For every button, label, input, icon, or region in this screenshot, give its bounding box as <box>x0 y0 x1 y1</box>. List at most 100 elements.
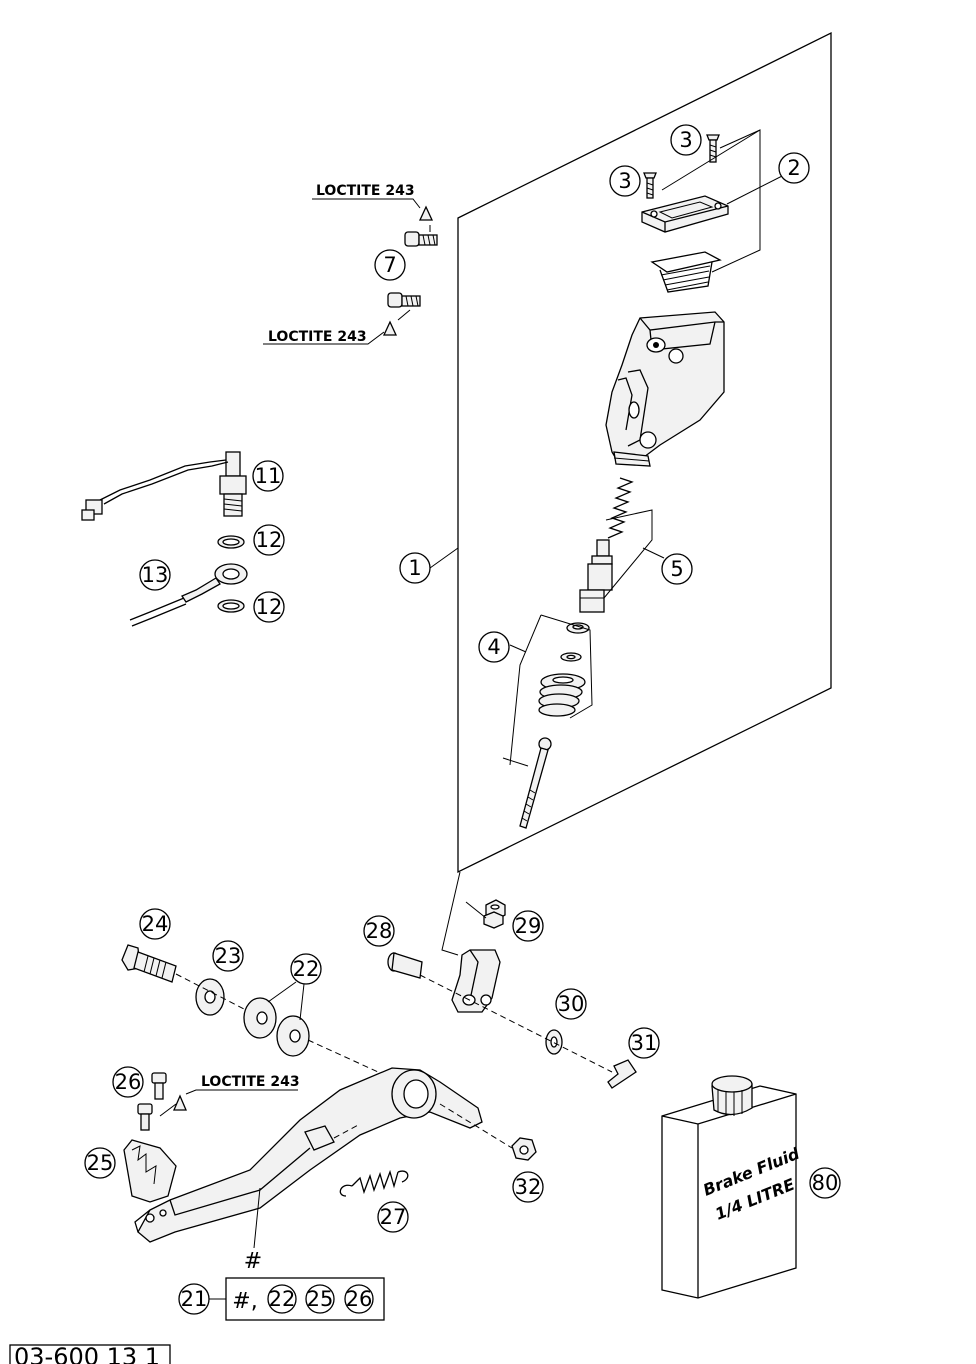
svg-text:1: 1 <box>408 556 421 580</box>
callout-28: 28 <box>363 915 395 947</box>
step-screw-26-upper <box>151 1072 167 1100</box>
brake-fluid-can <box>661 1075 797 1299</box>
callout-32: 32 <box>512 1171 544 1203</box>
callout-3-upper: 3 <box>670 124 702 156</box>
callout-25: 25 <box>84 1147 116 1179</box>
callout-7: 7 <box>374 249 406 281</box>
step-screw-26-lower <box>137 1103 153 1131</box>
brake-light-switch <box>81 451 247 521</box>
svg-text:22: 22 <box>293 957 320 981</box>
return-spring <box>339 1169 409 1197</box>
svg-text:13: 13 <box>142 563 169 587</box>
svg-text:4: 4 <box>487 635 500 659</box>
svg-text:29: 29 <box>515 914 542 938</box>
loctite-label-top: LOCTITE 243 <box>316 183 415 199</box>
sealing-washer-12-upper <box>217 535 245 549</box>
callout-3-lower: 3 <box>609 165 641 197</box>
callout-27: 27 <box>377 1201 409 1233</box>
svg-text:2: 2 <box>787 156 800 180</box>
svg-text:28: 28 <box>366 919 393 943</box>
svg-text:12: 12 <box>256 528 283 552</box>
screw-7-lower <box>387 292 421 308</box>
master-cylinder-body <box>605 311 725 467</box>
svg-text:25: 25 <box>307 1287 334 1311</box>
cap-bellows <box>650 251 722 293</box>
callout-31: 31 <box>628 1027 660 1059</box>
svg-text:26: 26 <box>115 1070 142 1094</box>
bushing-22-b <box>276 1015 310 1057</box>
svg-text:31: 31 <box>631 1031 658 1055</box>
kit-callout-22: 22 <box>267 1284 297 1314</box>
svg-text:12: 12 <box>256 595 283 619</box>
seal-washer <box>560 652 582 662</box>
callout-11: 11 <box>252 460 284 492</box>
spacer-washer-23 <box>195 978 225 1016</box>
seal-ring-small <box>566 622 590 634</box>
svg-text:23: 23 <box>215 944 242 968</box>
cap-screw-left <box>643 172 657 199</box>
reservoir-cap <box>641 195 729 233</box>
callout-80: 80 <box>809 1167 841 1199</box>
kit-hash-label: #, <box>232 1289 257 1314</box>
sealing-washer-12-lower <box>217 599 245 613</box>
svg-text:7: 7 <box>383 253 396 277</box>
loctite-drop-mid <box>382 320 398 336</box>
kit-callout-25: 25 <box>305 1284 335 1314</box>
callout-13: 13 <box>139 559 171 591</box>
svg-text:80: 80 <box>812 1171 839 1195</box>
reference-number: 03-600 13 1 <box>14 1343 160 1364</box>
svg-text:5: 5 <box>670 557 683 581</box>
rubber-boot <box>538 673 586 717</box>
loctite-drop-top <box>418 205 434 221</box>
push-rod <box>519 737 552 829</box>
svg-text:32: 32 <box>515 1175 542 1199</box>
cap-screw-top <box>706 134 720 163</box>
bushing-22-a <box>243 997 277 1039</box>
callout-23: 23 <box>212 940 244 972</box>
pedal-step-plate <box>123 1139 177 1203</box>
kit-contents-box <box>225 1277 385 1321</box>
svg-text:25: 25 <box>87 1151 114 1175</box>
callout-2: 2 <box>778 152 810 184</box>
pedal-hash-label: # <box>244 1249 262 1274</box>
cotter-clip <box>607 1059 637 1089</box>
loctite-label-low: LOCTITE 243 <box>201 1074 300 1090</box>
callout-1: 1 <box>399 552 431 584</box>
piston-spring <box>607 477 634 539</box>
svg-text:3: 3 <box>679 128 692 152</box>
clevis-pin <box>387 952 423 979</box>
svg-text:11: 11 <box>255 464 282 488</box>
spring-hook <box>304 1125 335 1151</box>
callout-12-upper: 12 <box>253 524 285 556</box>
callout-22: 22 <box>290 953 322 985</box>
callout-4: 4 <box>478 631 510 663</box>
nut-32 <box>511 1137 537 1161</box>
svg-text:24: 24 <box>142 912 169 936</box>
loctite-label-mid: LOCTITE 243 <box>268 329 367 345</box>
kit-callout-26: 26 <box>344 1284 374 1314</box>
callout-29: 29 <box>512 910 544 942</box>
svg-text:3: 3 <box>618 169 631 193</box>
callout-24: 24 <box>139 908 171 940</box>
svg-text:21: 21 <box>181 1287 208 1311</box>
brake-pedal <box>134 1067 483 1243</box>
callout-5: 5 <box>661 553 693 585</box>
screw-7-upper <box>404 231 438 247</box>
washer-30 <box>545 1029 563 1055</box>
callout-21: 21 <box>178 1283 210 1315</box>
svg-text:30: 30 <box>558 992 585 1016</box>
reference-box <box>9 1344 171 1364</box>
pivot-bolt <box>121 944 177 983</box>
svg-text:22: 22 <box>269 1287 296 1311</box>
svg-text:27: 27 <box>380 1205 407 1229</box>
loctite-drop-low <box>173 1094 187 1111</box>
piston <box>579 539 613 613</box>
callout-26: 26 <box>112 1066 144 1098</box>
callout-30: 30 <box>555 988 587 1020</box>
assembly-frame <box>457 31 832 874</box>
banjo-brake-line <box>129 563 248 627</box>
svg-text:26: 26 <box>346 1287 373 1311</box>
clevis <box>451 949 501 1013</box>
callout-12-lower: 12 <box>253 591 285 623</box>
